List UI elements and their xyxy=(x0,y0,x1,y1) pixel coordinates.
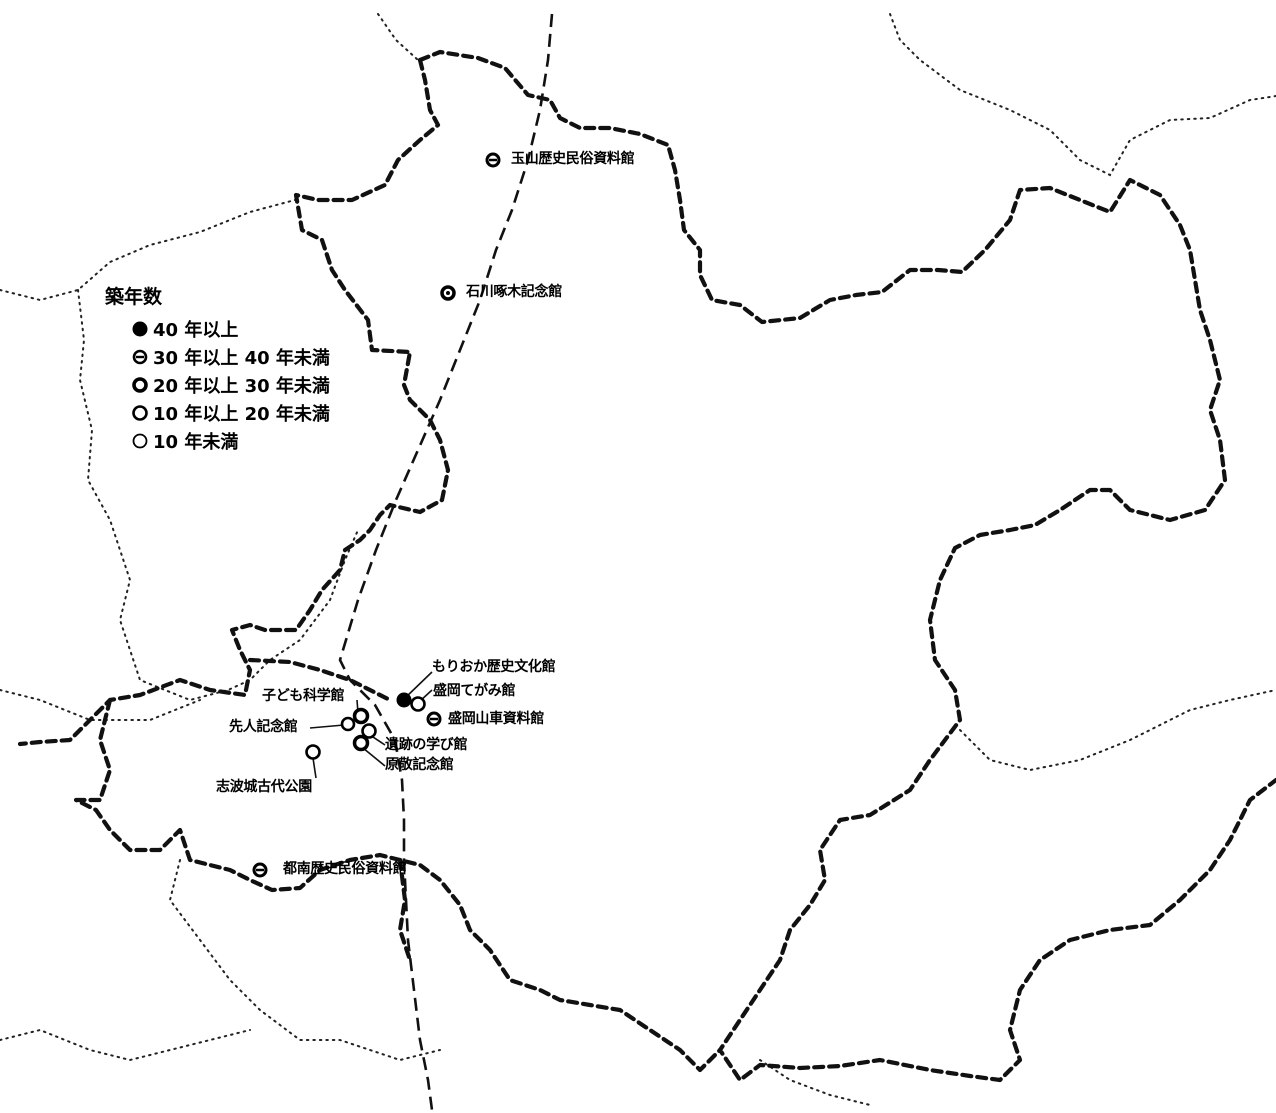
leader-rekishi-bunka xyxy=(404,671,433,699)
leader-shiwajo xyxy=(312,757,317,779)
legend-label: 10 年以上 20 年未満 xyxy=(153,404,330,425)
label-senjin: 先人記念館 xyxy=(229,719,298,735)
legend-title: 築年数 xyxy=(105,286,163,308)
ring-icon xyxy=(132,405,148,421)
label-rekishi-bunka: もりおか歴史文化館 xyxy=(432,659,556,675)
marker-senjin xyxy=(340,716,356,732)
marker-tamayama xyxy=(485,152,501,168)
legend-item-20to30: 20 年以上 30 年未満 xyxy=(131,371,330,399)
neighbor-boundary-west xyxy=(77,289,359,702)
neighbor-boundary-northeast xyxy=(889,13,1276,177)
label-iseki: 遺跡の学び館 xyxy=(385,737,468,753)
label-tegami: 盛岡てがみ館 xyxy=(433,683,516,699)
label-takuboku: 石川啄木記念館 xyxy=(466,284,562,300)
legend-label: 40 年以上 xyxy=(153,320,239,341)
city-boundary xyxy=(417,49,1276,1083)
railway-line xyxy=(338,13,554,1111)
marker-iseki xyxy=(361,723,377,739)
legend-label: 30 年以上 40 年未満 xyxy=(153,348,330,369)
thin-ring-icon xyxy=(132,433,148,449)
label-sanchu: 盛岡山車資料館 xyxy=(448,711,544,727)
marker-takuboku xyxy=(440,285,456,301)
label-tamayama: 玉山歴史民俗資料館 xyxy=(511,151,635,167)
neighbor-boundary-north xyxy=(377,13,419,61)
city-boundary-southwest xyxy=(247,657,393,703)
neighbor-boundary-east xyxy=(959,689,1276,772)
label-hara: 原敬記念館 xyxy=(385,757,454,773)
label-kodomo: 子ども科学館 xyxy=(262,688,345,704)
neighbor-boundary-south xyxy=(168,859,441,1062)
barred-circle-icon xyxy=(132,349,148,365)
leader-senjin xyxy=(309,724,345,729)
marker-kodomo xyxy=(352,707,370,725)
label-shiwajo: 志波城古代公園 xyxy=(216,779,312,795)
marker-hara xyxy=(352,734,370,752)
leader-hara xyxy=(362,747,386,767)
thick-ring-icon xyxy=(132,377,148,393)
neighbor-boundary-northwest xyxy=(0,199,296,302)
legend-label: 20 年以上 30 年未満 xyxy=(153,376,330,397)
legend-item-10to20: 10 年以上 20 年未満 xyxy=(131,399,330,427)
city-boundary-south-west xyxy=(73,697,723,1073)
map-legend: 築年数 40 年以上 30 年以上 40 年未満 20 年以上 30 年未満 1… xyxy=(105,282,330,455)
legend-item-under10: 10 年未満 xyxy=(131,427,330,455)
legend-item-40plus: 40 年以上 xyxy=(131,315,330,343)
filled-circle-icon xyxy=(132,321,148,337)
neighbor-boundary-southeast xyxy=(759,1059,871,1106)
marker-tonan xyxy=(252,862,268,878)
neighbor-boundary-southwest-2 xyxy=(0,1028,251,1062)
marker-tegami xyxy=(410,696,426,712)
city-boundary-south-mid xyxy=(397,857,413,963)
marker-shiwajo xyxy=(305,744,321,760)
label-tonan: 都南歴史民俗資料館 xyxy=(283,861,407,877)
marker-sanchu xyxy=(426,711,442,727)
neighbor-boundary-southwest xyxy=(0,689,201,721)
legend-item-30to40: 30 年以上 40 年未満 xyxy=(131,343,330,371)
city-boundary-west xyxy=(17,57,451,747)
marker-rekishi-bunka xyxy=(396,692,412,708)
legend-label: 10 年未満 xyxy=(153,432,239,453)
